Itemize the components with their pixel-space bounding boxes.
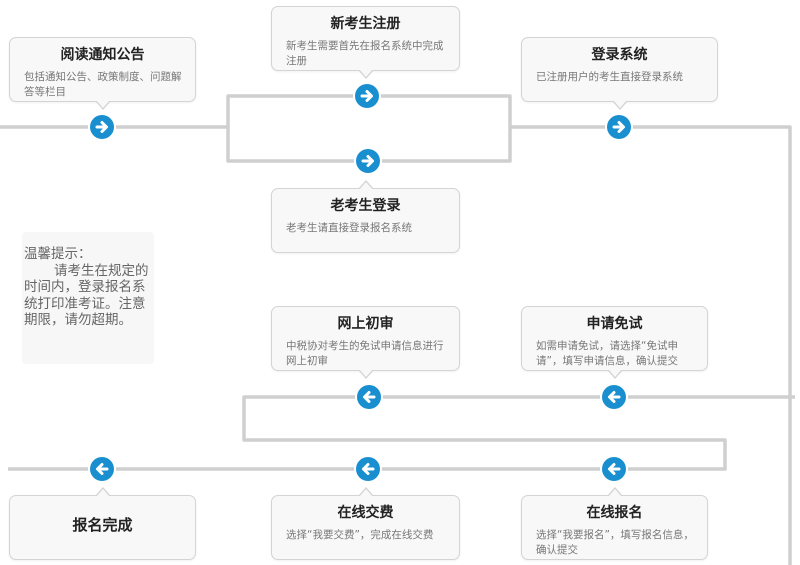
step-description: 已注册用户的考生直接登录系统	[536, 71, 683, 83]
arrow-left-icon[interactable]	[602, 385, 626, 409]
step-description: 选择“我要交费”，完成在线交费	[286, 529, 434, 541]
step-description: 中税协对考生的免试申请信息进行网上初审	[286, 340, 444, 367]
connector-line	[510, 125, 792, 565]
tip-title: 温馨提示：	[24, 246, 92, 262]
step-online-review[interactable]: 网上初审 中税协对考生的免试申请信息进行网上初审	[271, 306, 460, 379]
step-description: 新考生需要首先在报名系统中完成注册	[286, 40, 444, 67]
step-title: 申请免试	[586, 316, 643, 332]
arrow-left-icon[interactable]	[90, 457, 114, 481]
connector-line	[8, 395, 795, 471]
step-description: 选择“我要报名”，填写报名信息，确认提交	[536, 529, 694, 556]
step-description: 如需申请免试，请选择“免试申请”，填写申请信息，确认提交	[536, 340, 678, 367]
step-title: 在线交费	[337, 505, 394, 521]
arrow-left-icon[interactable]	[356, 457, 380, 481]
step-done[interactable]: 报名完成	[9, 487, 196, 560]
tip-panel: 温馨提示： 请考生在规定的时间内，登录报名系统打印准考证。注意期限，请勿超期。	[22, 232, 154, 364]
step-read-notice[interactable]: 阅读通知公告 包括通知公告、政策制度、问题解答等栏目	[9, 37, 196, 110]
step-description: 老考生请直接登录报名系统	[286, 222, 412, 234]
arrow-left-icon[interactable]	[602, 457, 626, 481]
step-description: 包括通知公告、政策制度、问题解答等栏目	[24, 71, 182, 98]
step-title: 新考生注册	[330, 16, 401, 32]
step-pay-online[interactable]: 在线交费 选择“我要交费”，完成在线交费	[271, 487, 460, 560]
step-title: 登录系统	[591, 47, 648, 63]
arrow-right-icon[interactable]	[607, 115, 631, 139]
step-new-register[interactable]: 新考生注册 新考生需要首先在报名系统中完成注册	[271, 6, 460, 79]
arrow-right-icon[interactable]	[90, 115, 114, 139]
step-title: 在线报名	[586, 505, 643, 521]
step-title: 老考生登录	[330, 198, 401, 214]
step-register-online[interactable]: 在线报名 选择“我要报名”，填写报名信息，确认提交	[521, 487, 708, 560]
arrow-right-icon[interactable]	[355, 84, 379, 108]
arrow-left-icon[interactable]	[357, 385, 381, 409]
tip-body: 请考生在规定的时间内，登录报名系统打印准考证。注意期限，请勿超期。	[24, 262, 149, 329]
step-title: 网上初审	[337, 316, 394, 332]
step-title: 阅读通知公告	[60, 47, 145, 63]
step-apply-exempt[interactable]: 申请免试 如需申请免试，请选择“免试申请”，填写申请信息，确认提交	[521, 306, 708, 379]
connector-loop	[226, 94, 512, 163]
arrow-right-icon[interactable]	[356, 149, 380, 173]
step-title: 报名完成	[72, 516, 133, 534]
step-login[interactable]: 登录系统 已注册用户的考生直接登录系统	[521, 37, 718, 110]
step-old-login[interactable]: 老考生登录 老考生请直接登录报名系统	[271, 180, 460, 253]
